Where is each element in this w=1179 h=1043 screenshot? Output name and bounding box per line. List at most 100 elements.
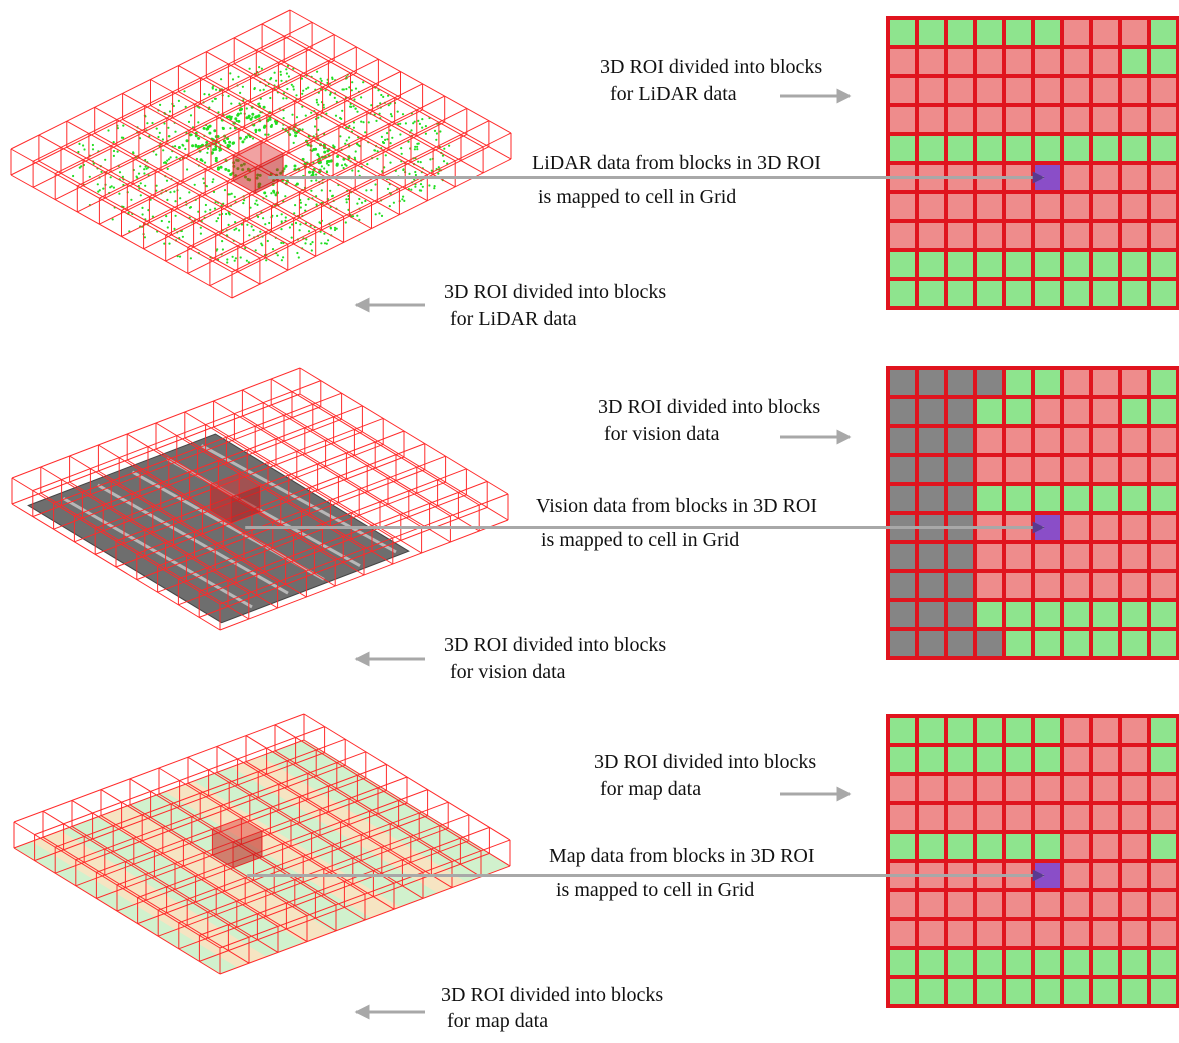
highlight-top: [233, 141, 284, 168]
grid-cell: [977, 544, 1002, 569]
grid-cell: [1122, 136, 1147, 161]
grid-cell: [1122, 165, 1147, 190]
grid-cell: [1122, 776, 1147, 801]
grid-cell: [977, 747, 1002, 772]
grid-cell: [919, 136, 944, 161]
grid-cell: [1093, 428, 1118, 453]
grid-cell: [977, 20, 1002, 45]
grid-cell: [1006, 892, 1031, 917]
grid-cell: [1006, 573, 1031, 598]
grid-cell: [919, 20, 944, 45]
grid-cell: [948, 834, 973, 859]
grid-cell: [1122, 834, 1147, 859]
grid-cell: [948, 194, 973, 219]
grid-cell: [1006, 223, 1031, 248]
grid-cell: [1151, 921, 1176, 946]
highlight-side: [231, 486, 260, 523]
grid-cell: [1064, 49, 1089, 74]
grid-cell: [977, 979, 1002, 1004]
grid-cell: [977, 194, 1002, 219]
grid-cell: [948, 107, 973, 132]
grid-cell: [1093, 718, 1118, 743]
highlight-top: [210, 473, 260, 497]
grid-cell: [1064, 486, 1089, 511]
grid-cell: [1151, 281, 1176, 306]
grid-cell: [1064, 252, 1089, 277]
grid-cell: [890, 194, 915, 219]
grid-cell: [919, 428, 944, 453]
grid-cell: [1064, 107, 1089, 132]
grid-cell: [1093, 136, 1118, 161]
grid-cell: [1064, 834, 1089, 859]
grid-cell: [948, 747, 973, 772]
grid-cell: [1006, 602, 1031, 627]
grid-cell: [890, 20, 915, 45]
grid-cell: [1093, 544, 1118, 569]
grid-cell: [1151, 602, 1176, 627]
map-grid: [886, 714, 1179, 1008]
grid-cell: [1151, 457, 1176, 482]
grid-cell: [1122, 602, 1147, 627]
grid-cell: [1151, 979, 1176, 1004]
grid-cell: [977, 892, 1002, 917]
grid-cell: [1151, 370, 1176, 395]
grid-cell: [1122, 370, 1147, 395]
grid-cell: [948, 281, 973, 306]
grid-cell: [1151, 892, 1176, 917]
grid-cell: [1006, 805, 1031, 830]
grid-cell: [919, 573, 944, 598]
grid-cell: [1006, 136, 1031, 161]
grid-cell: [919, 805, 944, 830]
grid-cell: [890, 281, 915, 306]
grid-cell: [1064, 602, 1089, 627]
grid-cell: [1006, 20, 1031, 45]
grid-cell: [977, 573, 1002, 598]
grid-cell: [948, 602, 973, 627]
grid-cell: [948, 428, 973, 453]
grid-cell: [1035, 107, 1060, 132]
grid-cell: [1122, 515, 1147, 540]
grid-cell: [1035, 544, 1060, 569]
grid-cell: [948, 223, 973, 248]
grid-cell: [890, 136, 915, 161]
grid-cell: [1122, 805, 1147, 830]
grid-cell: [1093, 631, 1118, 656]
grid-cell: [1064, 428, 1089, 453]
grid-cell: [1064, 805, 1089, 830]
grid-cell: [1151, 747, 1176, 772]
grid-cell: [919, 834, 944, 859]
vision-highlight-block: [210, 473, 260, 523]
grid-cell: [1151, 49, 1176, 74]
grid-cell: [977, 136, 1002, 161]
grid-cell: [1093, 223, 1118, 248]
grid-cell: [1064, 20, 1089, 45]
grid-cell: [890, 428, 915, 453]
grid-cell: [919, 602, 944, 627]
grid-cell: [890, 544, 915, 569]
grid-cell: [1093, 457, 1118, 482]
grid-cell: [1122, 223, 1147, 248]
grid-cell: [977, 281, 1002, 306]
grid-cell: [1151, 428, 1176, 453]
lidar-highlight-block: [233, 141, 284, 194]
grid-cell: [1151, 544, 1176, 569]
grid-cell: [919, 107, 944, 132]
grid-cell: [1093, 515, 1118, 540]
grid-cell: [1093, 194, 1118, 219]
vision-grid: [886, 366, 1179, 660]
grid-cell: [890, 573, 915, 598]
grid-cell: [890, 834, 915, 859]
map-mapping-label-line1: Map data from blocks in 3D ROI: [549, 845, 815, 867]
grid-cell: [1035, 718, 1060, 743]
highlight-top: [212, 818, 262, 842]
grid-cell: [1006, 544, 1031, 569]
grid-cell: [890, 78, 915, 103]
grid-cell: [1093, 863, 1118, 888]
grid-cell: [1006, 921, 1031, 946]
grid-cell: [1006, 486, 1031, 511]
grid-cell: [1151, 776, 1176, 801]
grid-cell: [919, 950, 944, 975]
grid-cell: [1006, 252, 1031, 277]
grid-cell: [890, 950, 915, 975]
highlight-side: [255, 153, 284, 194]
